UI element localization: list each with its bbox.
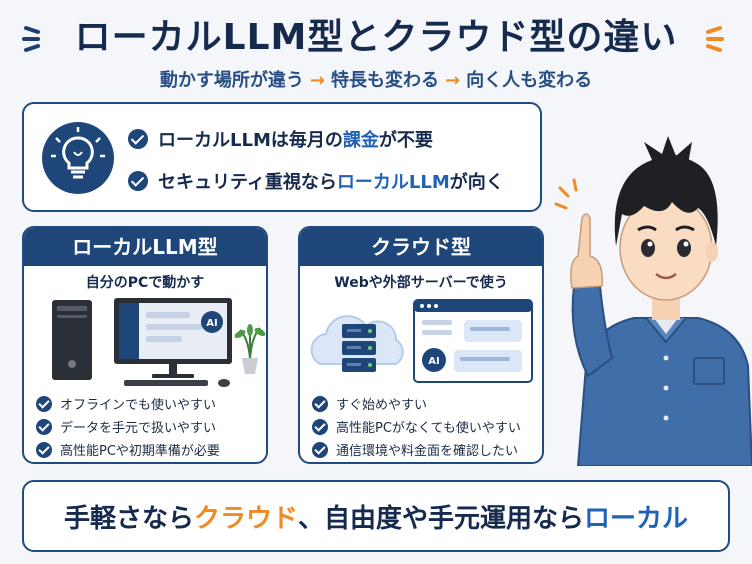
cloud-feature-list: すぐ始めやすい 高性能PCがなくても使いやすい 通信環境や料金面を確認したい [312, 392, 521, 461]
check-icon [36, 441, 52, 458]
cloud-illustration: AI [310, 299, 533, 383]
character-pointing-illustration [554, 136, 752, 466]
lightbulb-icon [42, 122, 114, 194]
list-item: 通信環境や料金面を確認したい [312, 438, 521, 461]
summary-text: 手軽さなら [63, 503, 194, 534]
list-item: すぐ始めやすい [312, 392, 521, 415]
cloud-panel-title: クラウド型 [300, 228, 542, 266]
tip-highlight: ローカルLLM [336, 172, 450, 193]
local-pc-illustration: AI [52, 298, 266, 387]
local-feature-list: オフラインでも使いやすい データを手元で扱いやすい 高性能PCや初期準備が必要 [36, 392, 220, 461]
local-panel-subtitle: 自分のPCで動かす [85, 275, 205, 291]
arrow-icon: → [309, 70, 325, 91]
monitor-icon [114, 298, 232, 387]
list-item: オフラインでも使いやすい [36, 392, 220, 415]
list-item-text: データを手元で扱いやすい [60, 421, 217, 436]
tip-row: ローカルLLMは毎月の課金が不要 [128, 126, 433, 152]
list-item-text: 高性能PCがなくても使いやすい [336, 421, 521, 436]
page-subtitle: 動かす場所が違う→特長も変わる→向く人も変わる [0, 66, 752, 92]
tip-text: ローカルLLMは毎月の [158, 130, 343, 151]
summary-banner: 手軽さならクラウド、自由度や手元運用ならローカル [22, 480, 730, 552]
list-item-text: 高性能PCや初期準備が必要 [60, 444, 220, 459]
local-llm-panel: ローカルLLM型 自分のPCで動かす AI [22, 226, 268, 464]
tip-text: セキュリティ重視なら [158, 172, 337, 193]
check-icon [36, 418, 52, 435]
local-panel-title: ローカルLLM型 [24, 228, 266, 266]
arrow-icon: → [445, 70, 461, 91]
list-item-text: 通信環境や料金面を確認したい [336, 444, 519, 459]
check-icon [128, 129, 148, 149]
page-title: ローカルLLM型とクラウド型の違い [74, 17, 678, 58]
list-item: 高性能PCがなくても使いやすい [312, 415, 521, 438]
check-icon [36, 395, 52, 412]
subtitle-part-1: 動かす場所が違う [159, 70, 304, 91]
pc-tower-icon [52, 300, 92, 380]
cloud-panel: クラウド型 Webや外部サーバーで使う [298, 226, 544, 464]
subtitle-part-3: 向く人も変わる [466, 70, 593, 91]
plant-icon [234, 324, 266, 374]
sparkle-right-icon [694, 22, 724, 61]
ai-badge: AI [206, 318, 217, 329]
list-item-text: オフラインでも使いやすい [60, 398, 217, 413]
sparkle-left-icon [22, 22, 52, 61]
ai-badge: AI [428, 356, 439, 367]
summary-highlight-local: ローカル [584, 503, 689, 534]
list-item: 高性能PCや初期準備が必要 [36, 438, 220, 461]
subtitle-part-2: 特長も変わる [331, 70, 439, 91]
chat-bubble-icon [454, 320, 522, 372]
tip-text: が向く [449, 172, 504, 193]
check-icon [312, 418, 328, 435]
cloud-panel-subtitle: Webや外部サーバーで使う [334, 275, 508, 291]
list-item-text: すぐ始めやすい [336, 398, 428, 413]
check-icon [128, 171, 148, 191]
cloud-icon [310, 315, 404, 365]
tip-highlight: 課金 [342, 130, 379, 151]
summary-text: 、自由度や手元運用なら [298, 503, 585, 534]
check-icon [312, 395, 328, 412]
check-icon [312, 441, 328, 458]
list-item: データを手元で扱いやすい [36, 415, 220, 438]
tip-text: が不要 [378, 130, 433, 151]
summary-highlight-cloud: クラウド [193, 503, 298, 534]
server-icon [342, 324, 376, 372]
